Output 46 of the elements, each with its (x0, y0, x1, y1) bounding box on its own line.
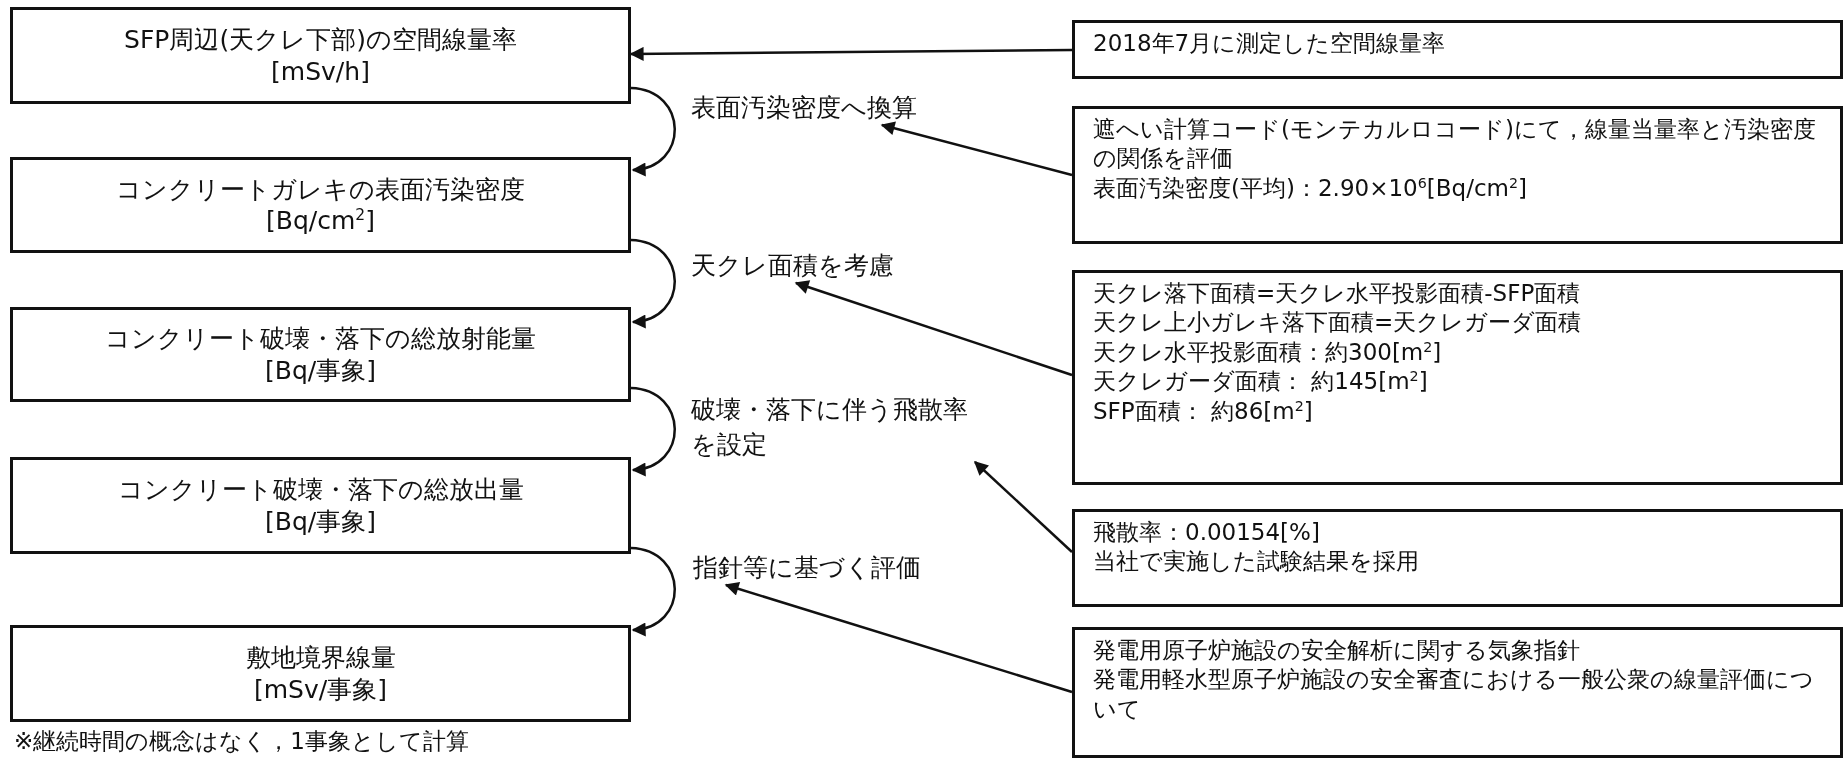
footnote-text: ※継続時間の概念はなく，1事象として計算 (14, 727, 469, 756)
note-text: 天クレ上小ガレキ落下面積=天クレガーダ面積 (1093, 308, 1583, 338)
note-text: 発電用原子炉施設の安全解析に関する気象指針 (1093, 636, 1581, 665)
box-title: 敷地境界線量 (245, 642, 396, 674)
process-box (10, 625, 631, 722)
note-text: 表面汚染密度(平均)：2.90×10$^{6}$[Bq/cm$^{2}$] (1093, 173, 1528, 203)
curved-arrow (630, 86, 676, 175)
step-label: 指針等に基づく評価 (693, 550, 921, 585)
arrow (794, 280, 1073, 377)
note-text: 遮へい計算コード(モンテカルロコード)にて，線量当量率と汚染密度の関係を評価 (1093, 115, 1817, 174)
unit-text: [mSv/事象] (254, 673, 387, 705)
note-box (1072, 106, 1843, 244)
unit-text: [mSv/h] (271, 55, 370, 87)
unit-text: [Bq/事象] (265, 354, 376, 386)
arrow (629, 46, 1072, 61)
process-box (10, 457, 631, 554)
curved-arrow (630, 386, 676, 475)
box-title: コンクリートガレキの表面汚染密度 (116, 173, 525, 205)
arrow (724, 582, 1073, 694)
arrow (880, 121, 1073, 177)
arrow (973, 461, 1073, 553)
note-text: 天クレ落下面積=天クレ水平投影面積-SFP面積 (1093, 279, 1582, 308)
box-title: コンクリート破壊・落下の総放射能量 (105, 323, 536, 355)
note-box (1072, 627, 1843, 758)
process-box (10, 7, 631, 104)
step-label: 天クレ面積を考慮 (691, 248, 894, 283)
note-box (1072, 20, 1843, 79)
unit-text: [Bq/事象] (265, 505, 376, 537)
box-title: SFP周辺(天クレ下部)の空間線量率 (124, 24, 517, 56)
note-box (1072, 509, 1843, 607)
box-title: コンクリート破壊・落下の総放出量 (117, 474, 524, 506)
process-box (10, 157, 631, 253)
note-text: 飛散率：0.00154[%] (1093, 518, 1321, 547)
note-text: 2018年7月に測定した空間線量率 (1093, 29, 1447, 58)
step-label: 表面汚染密度へ換算 (691, 90, 917, 125)
curved-arrow (630, 546, 676, 635)
note-text: 天クレ水平投影面積：約300[m$^{2}$] (1093, 337, 1443, 367)
curved-arrow (630, 238, 676, 327)
step-label: 破壊・落下に伴う飛散率を設定 (691, 392, 991, 462)
note-text: 発電用軽水型原子炉施設の安全審査における一般公衆の線量評価について (1093, 665, 1815, 724)
note-box (1072, 270, 1843, 485)
note-text: 当社で実施した試験結果を採用 (1093, 547, 1420, 577)
note-text: 天クレガーダ面積： 約145[m$^{2}$] (1093, 367, 1429, 397)
process-box (10, 307, 631, 402)
unit-text: [Bq/cm$^{2}$] (266, 205, 375, 237)
note-text: SFP面積： 約86[m$^{2}$] (1093, 396, 1314, 426)
